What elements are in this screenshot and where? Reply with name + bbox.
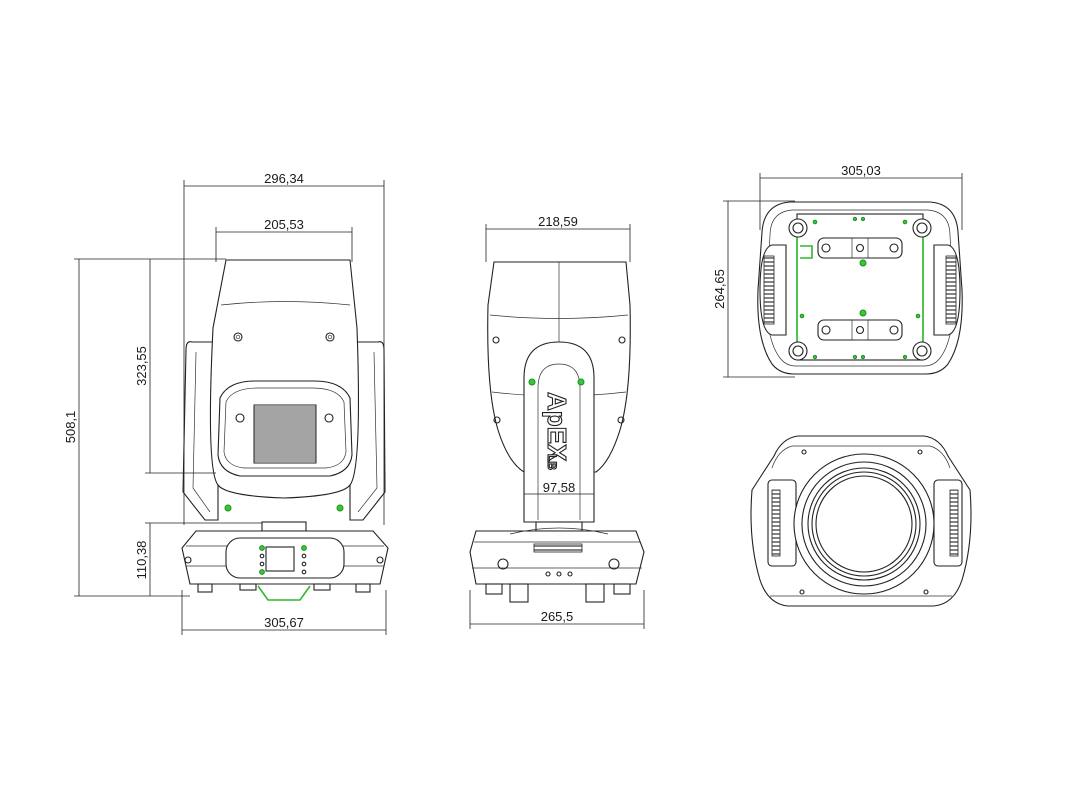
front-view [181, 259, 389, 601]
lens-view [750, 435, 972, 607]
dim-front-base-width: 305,67 [264, 615, 304, 630]
top-dimensions: 305,03 264,65 [712, 163, 963, 378]
dim-front-total-height: 508,1 [63, 411, 78, 444]
side-view: ApEX LB [469, 261, 645, 603]
logo-apex: ApEX LB [541, 391, 572, 470]
svg-text:ApEX: ApEX [542, 392, 572, 462]
side-green-pivot-left [528, 378, 536, 386]
front-green-screw-right [336, 504, 344, 512]
dim-front-total-width: 296,34 [264, 171, 304, 186]
dim-side-arm-width: 97,58 [543, 480, 576, 495]
dim-front-inner-width: 205,53 [264, 217, 304, 232]
front-green-screw-left [224, 504, 232, 512]
top-base-outline [757, 201, 963, 375]
side-base [469, 530, 645, 585]
svg-text:LB: LB [545, 454, 559, 470]
dim-top-depth: 264,65 [712, 269, 727, 309]
top-view [757, 201, 963, 375]
front-lens [793, 453, 935, 595]
front-lens-housing [217, 380, 353, 477]
front-head [209, 259, 360, 499]
side-dimensions: 218,59 97,58 265,5 [469, 214, 645, 629]
side-yoke-arm [523, 341, 595, 523]
dim-front-head-height: 323,55 [134, 346, 149, 386]
front-green-connector [257, 585, 311, 601]
front-vent-grille [253, 404, 317, 464]
top-feet [788, 218, 932, 361]
dim-top-width: 305,03 [841, 163, 881, 178]
dim-front-base-height: 110,38 [134, 541, 149, 580]
front-yoke-left-arm [182, 341, 219, 521]
front-display [265, 546, 295, 572]
dim-side-base-width: 265,5 [541, 609, 574, 624]
front-dimensions: 296,34 205,53 508,1 323,55 110,38 305,67 [63, 171, 387, 635]
side-green-pivot-right [577, 378, 585, 386]
top-omega-bracket-slots [817, 237, 903, 341]
dim-side-head-width: 218,59 [538, 214, 578, 229]
